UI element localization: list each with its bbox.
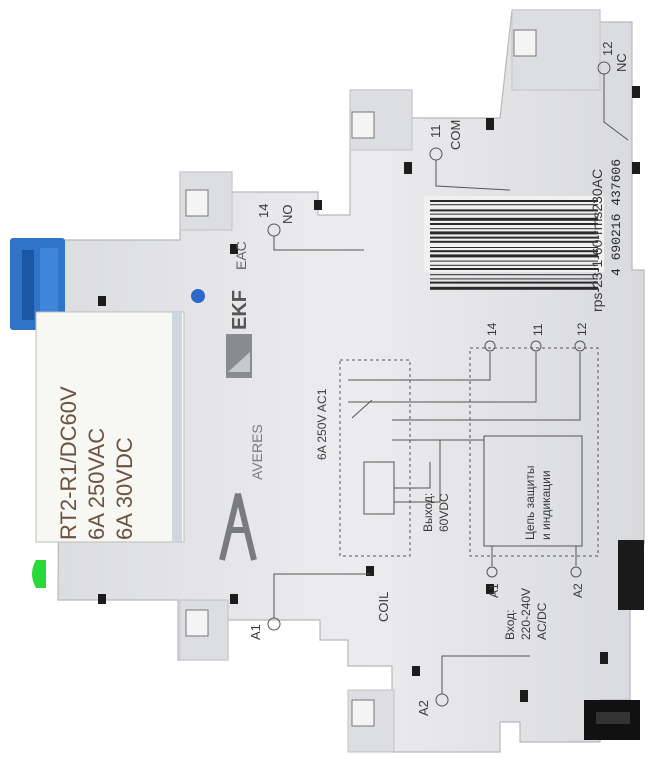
terminal-a2-label: A2 — [416, 700, 431, 716]
averes-text: AVERES — [249, 424, 265, 480]
barcode-bar — [430, 240, 598, 243]
relay-housing — [57, 9, 645, 753]
schematic-pin-a1: A1 — [487, 583, 501, 598]
terminal-nc-label: NC — [614, 53, 629, 72]
barcode-bar — [430, 247, 598, 248]
barcode: 4 690216 437606 — [424, 159, 624, 290]
schematic-pin-11: 11 — [531, 323, 545, 336]
terminal-no-number: 14 — [256, 204, 271, 218]
barcode-bar — [430, 200, 598, 202]
terminal-nc-number: 12 — [600, 42, 615, 56]
barcode-number: 4 690216 437606 — [609, 159, 624, 276]
barcode-bar — [430, 286, 598, 290]
output-label: Выход: — [421, 493, 435, 532]
input-label: Вход: — [503, 610, 517, 640]
schematic-pin-12: 12 — [575, 322, 589, 336]
terminal-no-label: NO — [280, 205, 295, 225]
terminal-nc: 12 NC — [597, 42, 629, 141]
barcode-bar — [430, 213, 598, 215]
relay-window — [35, 311, 185, 543]
status-led-green — [32, 560, 46, 588]
barcode-bar — [430, 217, 598, 221]
terminal-com-number: 11 — [428, 125, 443, 139]
terminal-com: 11 COM — [428, 120, 511, 191]
eac-mark: EAC — [233, 241, 249, 270]
ekf-logo: EKF — [226, 290, 252, 378]
terminal-a2: A2 — [416, 655, 530, 716]
terminal-com-label: COM — [448, 120, 463, 150]
input-voltage: 220-240V — [519, 588, 533, 640]
barcode-bar — [430, 228, 598, 230]
terminal-a1: A1 COIL — [248, 573, 391, 640]
terminal-a1-label: A1 — [248, 624, 263, 640]
barcode-bar — [430, 264, 598, 266]
ekf-text: EKF — [229, 290, 251, 330]
barcode-bar — [430, 278, 598, 280]
relay-rating-ac: 6A 250VAC — [84, 428, 109, 540]
wiring-schematic — [339, 340, 599, 578]
barcode-bar — [430, 250, 598, 253]
relay-model-text: RT2-R1/DC60V — [56, 386, 81, 540]
input-type: AC/DC — [535, 602, 549, 640]
terminal-coil-label: COIL — [376, 592, 391, 622]
blue-retaining-clip[interactable] — [10, 238, 65, 330]
terminal-no: 14 NO — [256, 204, 364, 251]
barcode-bar — [430, 231, 598, 235]
barcode-bar — [430, 223, 598, 225]
protection-block-label-1: Цепь защиты — [523, 465, 537, 540]
barcode-bar — [430, 236, 598, 239]
averes-logo: AVERES — [219, 424, 265, 561]
barcode-bar — [430, 254, 598, 258]
barcode-bar — [430, 274, 598, 276]
barcode-bar — [430, 281, 598, 284]
protection-block-label-2: и индикации — [539, 470, 553, 540]
model-code: rps-23-1-60-rms230AC — [589, 169, 605, 312]
barcode-bar — [430, 209, 598, 212]
schematic-pin-a2: A2 — [571, 583, 585, 598]
schematic-pin-14: 14 — [485, 322, 499, 336]
status-led-blue — [191, 289, 205, 303]
barcode-bar — [430, 204, 598, 206]
contact-rating: 6A 250V AC1 — [315, 388, 329, 460]
barcode-bar — [430, 268, 598, 270]
barcode-bar — [430, 260, 598, 262]
output-voltage: 60VDC — [437, 493, 451, 532]
relay-label: RT2-R1/DC60V 6A 250VAC 6A 30VDC — [56, 386, 137, 540]
relay-rating-dc: 6A 30VDC — [112, 437, 137, 540]
